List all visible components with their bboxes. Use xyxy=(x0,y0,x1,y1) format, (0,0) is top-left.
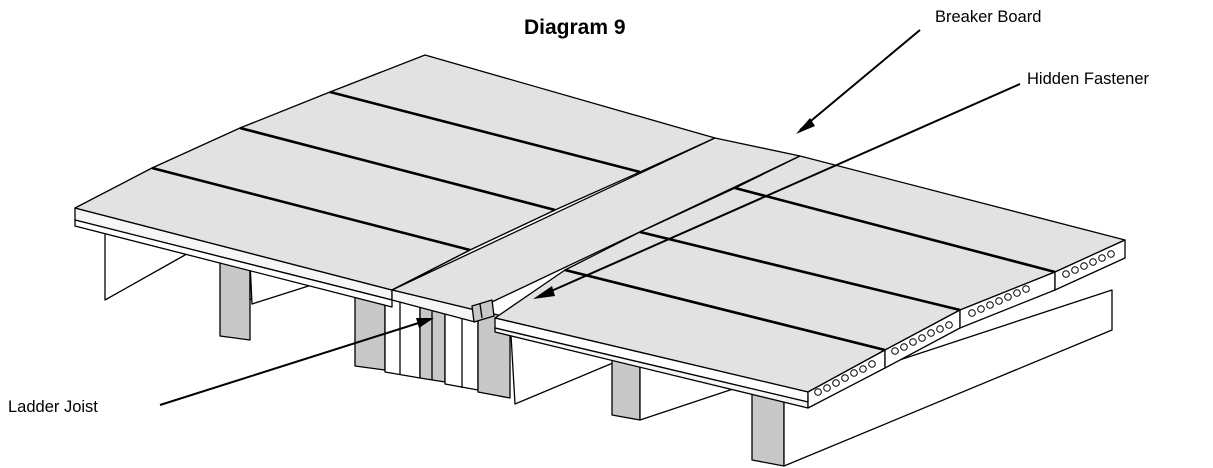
diagram-title: Diagram 9 xyxy=(524,16,626,39)
ladder-joist-label: Ladder Joist xyxy=(8,398,98,416)
hidden-fastener-label: Hidden Fastener xyxy=(1027,70,1149,88)
board-end-profiles xyxy=(807,239,1126,409)
board-core-holes xyxy=(814,250,1115,396)
leader-lines xyxy=(159,29,1021,406)
right-deck-boards xyxy=(494,155,1126,409)
hidden-fastener xyxy=(471,299,495,323)
ladder-joist-block xyxy=(354,289,621,405)
breaker-board-label: Breaker Board xyxy=(935,8,1042,26)
